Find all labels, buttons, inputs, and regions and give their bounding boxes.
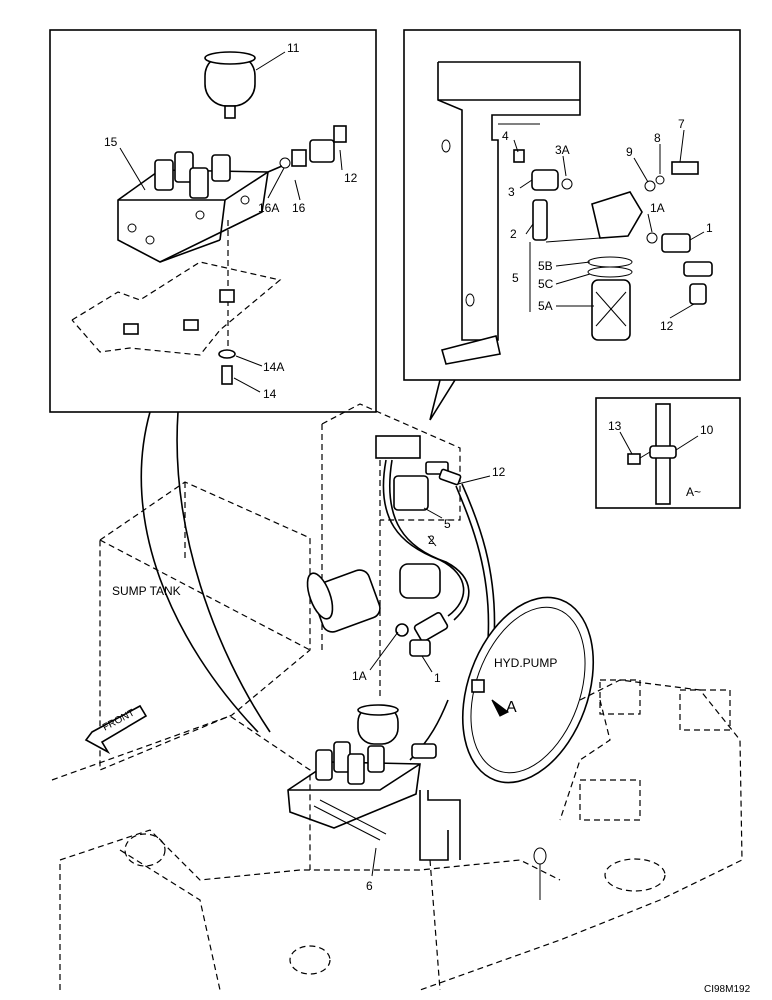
callout-16a: 16A: [258, 201, 279, 215]
detail-box-filter: 4 3A 3 9 8 7 1A 1 2 5B 5C 5 5A 12: [403, 29, 741, 381]
valve-block-assembly: [287, 704, 437, 841]
callout-12: 12: [344, 171, 358, 185]
callout-15: 15: [104, 135, 118, 149]
callout-10: 10: [700, 423, 714, 437]
arrow-a-label: A: [506, 699, 517, 716]
callout-9: 9: [626, 145, 633, 159]
callout-5-top: 5: [512, 271, 519, 285]
callout-14a: 14A: [263, 360, 284, 374]
detail-box-view-a: 13 10 A~: [595, 397, 741, 509]
callout-1-main: 1: [434, 671, 441, 685]
hyd-pump-label: HYD.PUMP: [494, 656, 557, 670]
pointer-right: [429, 379, 456, 421]
sump-tank-label: SUMP TANK: [112, 584, 181, 598]
callout-1a-main: 1A: [352, 669, 367, 683]
sump-tank-outline: [99, 481, 311, 771]
callout-1-top: 1: [706, 221, 713, 235]
callout-8: 8: [654, 131, 661, 145]
callout-5c: 5C: [538, 277, 554, 291]
callout-5-main: 5: [444, 517, 451, 531]
callout-4: 4: [502, 129, 509, 143]
drawing-code: CI98M192: [704, 984, 751, 995]
callout-6: 6: [366, 879, 373, 893]
callout-14: 14: [263, 387, 277, 401]
callout-13: 13: [608, 419, 622, 433]
view-a-label: A~: [686, 485, 701, 499]
callout-3a: 3A: [555, 143, 570, 157]
detail-box-valve-block: 11 15 16 16A 12 14A 14: [49, 29, 377, 413]
callout-2-main: 2: [428, 533, 435, 547]
front-arrow: FRONT: [84, 704, 148, 755]
callout-2-top: 2: [510, 227, 517, 241]
callout-1a-top: 1A: [650, 201, 665, 215]
callout-12-main: 12: [492, 465, 506, 479]
callout-5b: 5B: [538, 259, 553, 273]
pointer-left-2: [176, 411, 271, 733]
pump-motor: [306, 563, 449, 657]
callout-11: 11: [287, 41, 300, 55]
callout-5a: 5A: [538, 299, 553, 313]
hydraulic-pump: HYD.PUMP A: [461, 596, 595, 784]
callout-12-top-right: 12: [660, 319, 674, 333]
callout-3: 3: [508, 185, 515, 199]
callout-7: 7: [678, 117, 685, 131]
accumulator-part: [204, 51, 256, 119]
callout-16: 16: [292, 201, 306, 215]
pointer-left: [140, 411, 259, 733]
fitting-parts: [267, 125, 347, 173]
main-assembly: SUMP TANK HYD.PUMP: [51, 403, 743, 991]
valve-block-part: [117, 151, 269, 263]
